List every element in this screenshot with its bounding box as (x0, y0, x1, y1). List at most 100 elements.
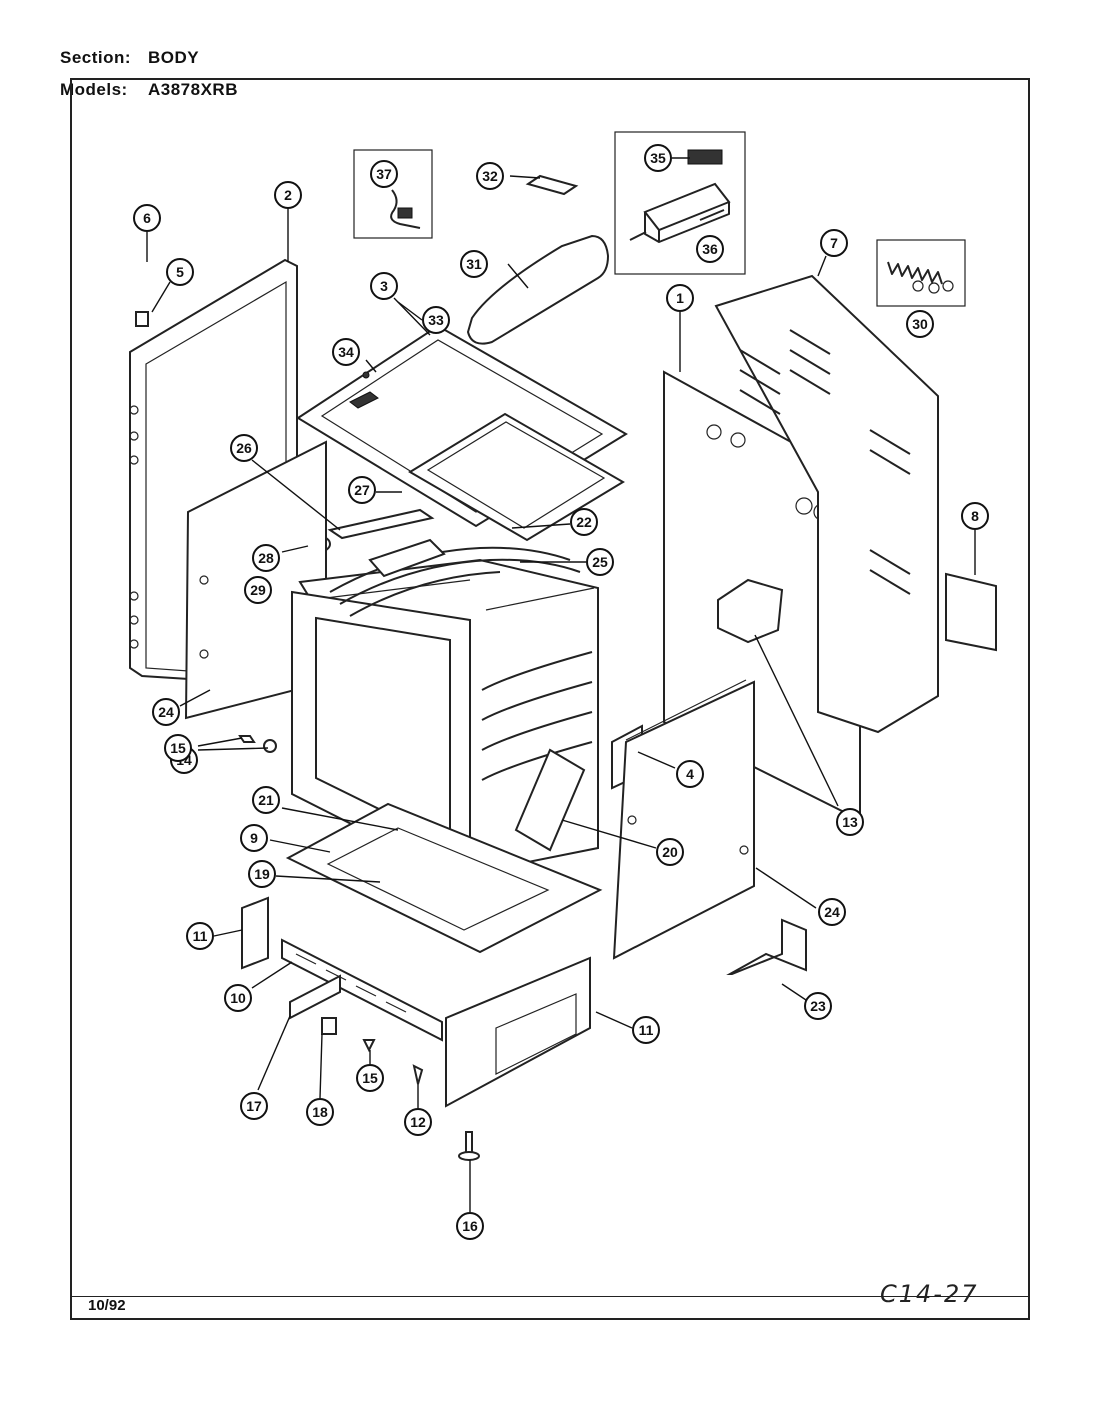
svg-text:4: 4 (686, 766, 694, 782)
part-25-wiring (329, 546, 581, 617)
callout-28: 28 (252, 544, 280, 572)
part-37-wire (390, 189, 421, 229)
svg-text:15: 15 (362, 1070, 378, 1086)
svg-text:37: 37 (376, 166, 392, 182)
svg-text:3: 3 (380, 278, 388, 294)
part-17-rail (289, 974, 341, 1020)
callout-29: 29 (244, 576, 272, 604)
svg-text:33: 33 (428, 312, 444, 328)
inset-box-35-36 (614, 131, 746, 275)
callout-23: 23 (804, 992, 832, 1020)
callout-9: 9 (240, 824, 268, 852)
callout-24-right: 24 (818, 898, 846, 926)
part-11-leg-left (241, 896, 269, 970)
callout-16: 16 (456, 1212, 484, 1240)
svg-text:7: 7 (830, 235, 838, 251)
part-35-36-bracket (629, 149, 731, 243)
callout-1: 1 (666, 284, 694, 312)
callout-2: 2 (274, 181, 302, 209)
svg-text:32: 32 (482, 168, 498, 184)
part-7-rear-cover (714, 274, 939, 734)
svg-text:29: 29 (250, 582, 266, 598)
callout-33: 33 (422, 306, 450, 334)
svg-text:12: 12 (410, 1114, 426, 1130)
svg-text:26: 26 (236, 440, 252, 456)
svg-text:21: 21 (258, 792, 274, 808)
svg-text:11: 11 (193, 928, 208, 944)
callout-37: 37 (370, 160, 398, 188)
part-14-nut (263, 739, 277, 753)
callout-11-right: 11 (632, 1016, 660, 1044)
svg-text:22: 22 (576, 514, 592, 530)
callout-36: 36 (696, 235, 724, 263)
callout-20: 20 (656, 838, 684, 866)
callout-21: 21 (252, 786, 280, 814)
svg-text:25: 25 (592, 554, 608, 570)
svg-text:1: 1 (676, 290, 684, 306)
callout-3: 3 (370, 272, 398, 300)
callout-15-lower: 15 (356, 1064, 384, 1092)
part-26-bracket (327, 508, 435, 540)
svg-text:24: 24 (824, 904, 840, 920)
svg-text:34: 34 (338, 344, 354, 360)
section-value: BODY (148, 48, 200, 67)
svg-text:31: 31 (466, 256, 482, 272)
part-12-screw (412, 1064, 424, 1085)
part-15-screw-upper (238, 735, 256, 743)
callout-35: 35 (644, 144, 672, 172)
callout-18: 18 (306, 1098, 334, 1126)
callout-22: 22 (570, 508, 598, 536)
models-value: A3878XRB (148, 80, 238, 99)
svg-text:24: 24 (158, 704, 174, 720)
svg-text:2: 2 (284, 187, 292, 203)
footer-date: 10/92 (88, 1297, 126, 1314)
callout-25: 25 (586, 548, 614, 576)
part-15-screw-lower (362, 1039, 376, 1053)
callout-15-upper: 15 (164, 734, 192, 762)
part-3-top-cover (296, 324, 628, 542)
callout-24-left: 24 (152, 698, 180, 726)
svg-text:17: 17 (246, 1098, 262, 1114)
part-13-rod (625, 679, 747, 741)
svg-text:8: 8 (971, 508, 979, 524)
callout-32: 32 (476, 162, 504, 190)
svg-text:19: 19 (254, 866, 270, 882)
callout-5: 5 (166, 258, 194, 286)
callout-17: 17 (240, 1092, 268, 1120)
callout-13: 13 (836, 808, 864, 836)
inset-box-30 (876, 239, 966, 307)
svg-text:28: 28 (258, 550, 274, 566)
part-25-harness-block (368, 538, 446, 578)
section-header: Section: BODY (60, 48, 199, 68)
models-header: Models: A3878XRB (60, 80, 238, 100)
section-label: Section: (60, 48, 132, 67)
svg-text:9: 9 (250, 830, 258, 846)
part-11-leg-right (445, 956, 591, 1108)
svg-text:16: 16 (462, 1218, 478, 1234)
callout-34: 34 (332, 338, 360, 366)
svg-text:5: 5 (176, 264, 184, 280)
callout-6: 6 (133, 204, 161, 232)
inset-box-37 (353, 149, 433, 239)
svg-text:20: 20 (662, 844, 678, 860)
models-label: Models: (60, 80, 128, 99)
svg-text:18: 18 (312, 1104, 328, 1120)
svg-text:10: 10 (230, 990, 246, 1006)
part-8-cover-plate (945, 572, 997, 652)
part-21-front-frame (291, 590, 471, 886)
part-20-hinge (514, 748, 586, 852)
svg-text:36: 36 (702, 241, 718, 257)
svg-text:6: 6 (143, 210, 151, 226)
page-code-handwritten: C14-27 (880, 1280, 979, 1308)
part-32-plate (525, 174, 579, 196)
callout-7: 7 (820, 229, 848, 257)
part-23-bracket (726, 918, 807, 975)
part-30-clips (887, 261, 954, 294)
diagram-frame (70, 78, 1030, 1320)
footer-divider (70, 1296, 1030, 1297)
svg-text:35: 35 (650, 150, 666, 166)
callout-30: 30 (906, 310, 934, 338)
part-16-leveling-leg (458, 1131, 480, 1161)
callout-4: 4 (676, 760, 704, 788)
